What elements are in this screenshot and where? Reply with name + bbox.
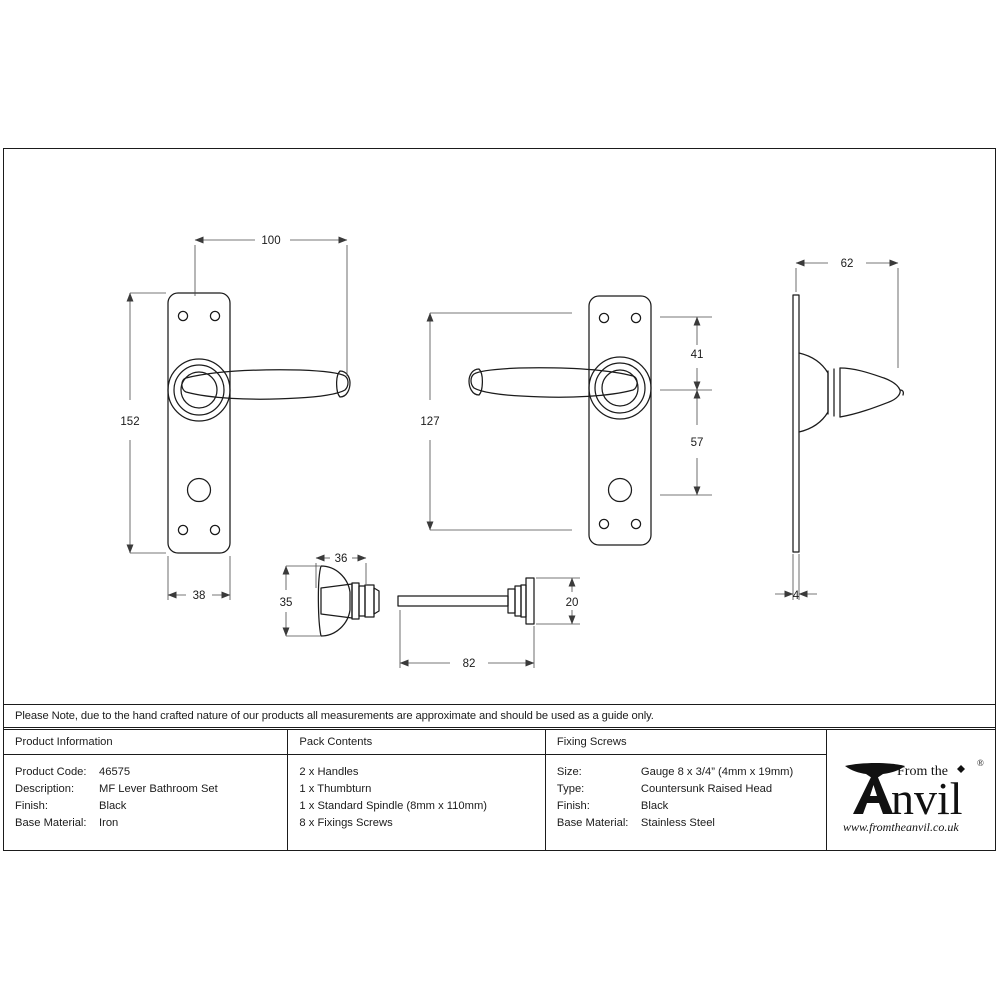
fixing-screws-heading: Fixing Screws [545, 730, 827, 755]
fixing-screws-column: Fixing Screws Size: Gauge 8 x 3/4” (4mm … [545, 730, 828, 850]
measurement-note-text: Please Note, due to the hand crafted nat… [15, 710, 654, 722]
product-information-heading: Product Information [4, 730, 288, 755]
table-row: Base Material: Iron [15, 815, 287, 832]
description-value: MF Lever Bathroom Set [99, 783, 218, 795]
screw-type-value: Countersunk Raised Head [640, 783, 773, 795]
pack-contents-body: 2 x Handles 1 x Thumbturn 1 x Standard S… [288, 755, 544, 832]
table-row: Finish: Black [15, 798, 287, 815]
diamond-icon [957, 765, 966, 773]
product-code-value: 46575 [99, 766, 131, 778]
list-item: 2 x Handles [299, 766, 359, 778]
pack-contents-column: Pack Contents 2 x Handles 1 x Thumbturn … [288, 730, 546, 850]
anvil-logo-graphic: From the nvil ® www.fromtheanvil.co.uk [843, 758, 984, 834]
from-the-anvil-logo: From the nvil ® www.fromtheanvil.co.uk [831, 742, 991, 838]
screw-size-value: Gauge 8 x 3/4” (4mm x 19mm) [640, 766, 794, 778]
list-item: 8 x Fixings Screws [299, 817, 393, 829]
screw-size-label: Size: [556, 766, 582, 778]
registered-mark: ® [977, 758, 984, 768]
list-item: 1 x Standard Spindle (8mm x 110mm) [299, 800, 487, 812]
table-row: Description: MF Lever Bathroom Set [15, 781, 287, 798]
screw-finish-label: Finish: [556, 800, 590, 812]
fixing-screws-body: Size: Gauge 8 x 3/4” (4mm x 19mm) Type: … [546, 755, 826, 832]
logo-top-text: From the [897, 764, 948, 779]
base-material-value: Iron [99, 817, 119, 829]
table-row: Finish: Black [557, 798, 826, 815]
table-row: Type: Countersunk Raised Head [557, 781, 826, 798]
screw-base-material-value: Stainless Steel [640, 817, 715, 829]
base-material-label: Base Material: [15, 817, 87, 829]
screw-finish-value: Black [640, 800, 669, 812]
table-row: Size: Gauge 8 x 3/4” (4mm x 19mm) [557, 764, 826, 781]
finish-value: Black [99, 800, 127, 812]
description-label: Description: [15, 783, 75, 795]
list-item: 1 x Thumbturn [299, 783, 372, 795]
screw-type-label: Type: [556, 783, 585, 795]
product-code-label: Product Code: [15, 766, 87, 778]
brand-logo-column: From the nvil ® www.fromtheanvil.co.uk [827, 730, 995, 850]
logo-main-text: nvil [891, 773, 963, 824]
logo-url-text: www.fromtheanvil.co.uk [843, 820, 959, 834]
product-information-body: Product Code: 46575 Description: MF Leve… [4, 755, 287, 832]
finish-label: Finish: [15, 800, 48, 812]
table-row: Product Code: 46575 [15, 764, 287, 781]
product-information-column: Product Information Product Code: 46575 … [4, 730, 289, 850]
measurement-note-row: Please Note, due to the hand crafted nat… [3, 704, 996, 728]
table-row: Base Material: Stainless Steel [557, 815, 826, 832]
specification-table: Product Information Product Code: 46575 … [3, 729, 996, 851]
screw-base-material-label: Base Material: [556, 817, 629, 829]
pack-contents-heading: Pack Contents [288, 730, 545, 755]
